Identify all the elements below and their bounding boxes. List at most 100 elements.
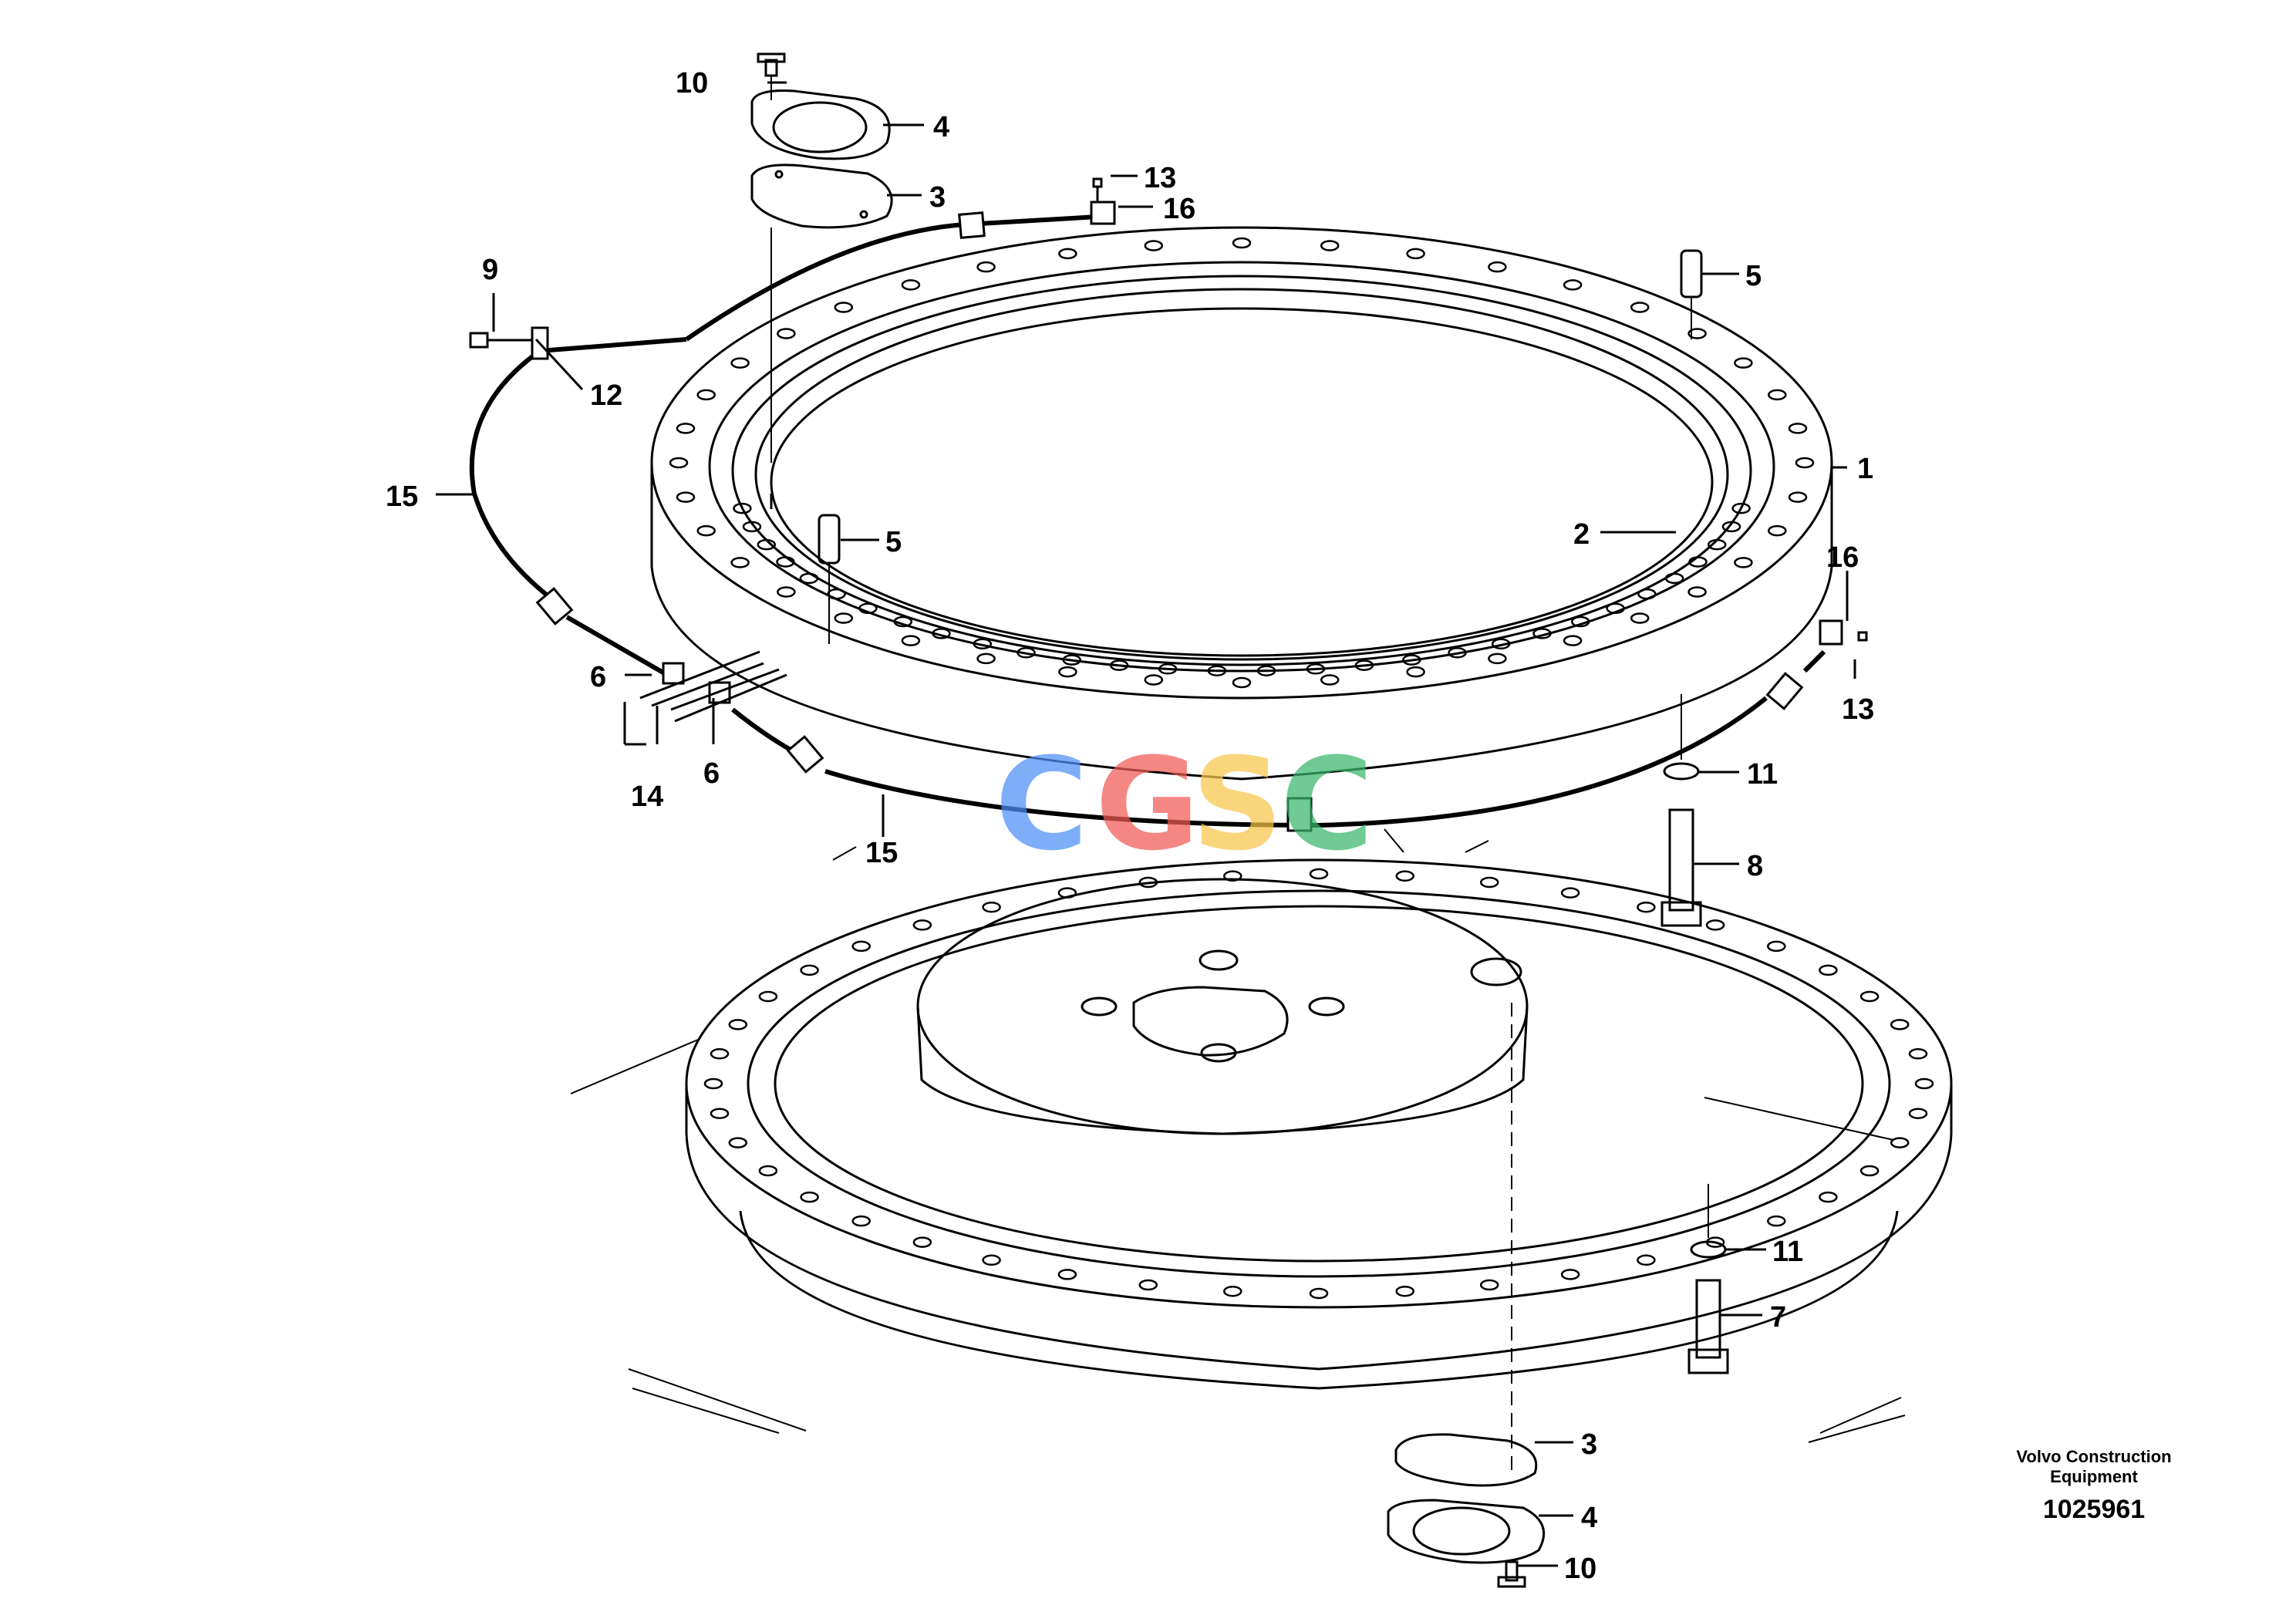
bearing-outer-hole (834, 612, 854, 624)
bearing-inner-hole (1664, 572, 1684, 585)
bearing-inner-hole (1731, 502, 1751, 514)
bearing-inner-hole (932, 628, 951, 639)
caption-brand-line1: Volvo Construction (2016, 1447, 2171, 1466)
lower-ring-hole (1138, 1279, 1158, 1291)
bearing-inner-hole (1017, 647, 1036, 659)
bearing-outer-hole (1406, 666, 1425, 678)
lower-ring-hole (1223, 1285, 1242, 1297)
bearing-outer-hole (1563, 635, 1583, 646)
lower-ring-hole (1309, 868, 1329, 880)
bearing-inner-hole (1306, 663, 1326, 675)
bearing-outer-hole (1687, 328, 1707, 339)
bearing-outer-hole (1734, 357, 1753, 369)
bearing-inner-hole (742, 521, 762, 533)
bearing-inner-hole (858, 602, 878, 615)
cover-plate-bottom (1394, 1433, 1538, 1487)
bearing-inner-hole (1207, 665, 1227, 676)
bearing-outer-hole (834, 302, 854, 313)
slewing-bearing (650, 226, 1833, 781)
watermark: C G S C (995, 730, 1374, 878)
bearing-outer-hole (1734, 557, 1753, 568)
bottom-cover-assembly (1387, 1003, 1546, 1588)
callout-12: 12 (590, 379, 622, 412)
lower-ring-hole (1890, 1019, 1910, 1030)
bearing-inner-hole (1062, 654, 1081, 666)
gasket-top (750, 89, 891, 160)
callout-10-top: 10 (676, 67, 708, 99)
lower-ring-hole (728, 1137, 748, 1148)
cover-plate-top (750, 164, 893, 229)
bearing-outer-hole (1563, 279, 1583, 291)
lower-ring-hole (758, 990, 778, 1003)
callout-6-lower: 6 (703, 757, 720, 790)
lower-ring-hole (710, 1108, 730, 1119)
lower-ring-hole (1560, 1269, 1580, 1280)
grease-nipples (623, 650, 787, 746)
lower-ring-hole (1819, 1191, 1838, 1203)
pipe-top (685, 214, 1111, 342)
bearing-outer-hole (1058, 248, 1077, 260)
bearing-inner-hole (1402, 654, 1421, 666)
bearing-outer-hole (1795, 457, 1815, 469)
callout-8: 8 (1747, 850, 1763, 882)
lower-ring-hole (1057, 887, 1077, 899)
bearing-outer-hole (1058, 666, 1077, 678)
callout-5-center: 5 (885, 526, 902, 558)
bearing-outer-hole (696, 524, 716, 537)
lower-ring-hole (1479, 1279, 1499, 1291)
bearing-outer-hole (730, 357, 750, 369)
callout-labels: 1 2 3 3 4 4 5 5 6 6 7 8 9 10 10 11 11 12… (386, 67, 1874, 1585)
lower-ring-hole (1767, 1215, 1786, 1227)
callout-2: 2 (1573, 518, 1590, 551)
callout-9: 9 (482, 254, 498, 286)
pipe-left (469, 349, 557, 604)
bearing-outer-hole (1788, 423, 1808, 434)
callout-11-lower: 11 (1772, 1236, 1803, 1268)
callout-10-bottom: 10 (1564, 1553, 1596, 1585)
bearing-inner-hole (1721, 521, 1741, 533)
bearing-outer-hole (777, 586, 796, 598)
callout-1: 1 (1857, 453, 1873, 485)
lower-ring-hole (912, 1236, 932, 1248)
bearing-outer-hole (1630, 302, 1650, 313)
lower-ring-hole (703, 1077, 723, 1090)
lower-ring-hole (1908, 1108, 1928, 1119)
callout-7: 7 (1770, 1301, 1786, 1334)
bearing-outer-hole (1630, 612, 1650, 624)
bearing-outer-hole (1768, 524, 1787, 537)
callout-15-bottom: 15 (865, 837, 898, 869)
bearing-inner-hole (1532, 628, 1552, 639)
lower-ring-hole (1560, 887, 1580, 899)
callout-16-top: 16 (1163, 193, 1195, 225)
bearing-outer-hole (696, 389, 716, 401)
lower-ring-hole (1309, 1287, 1329, 1300)
bearing-outer-hole (1320, 674, 1340, 686)
bearing-outer-hole (1232, 676, 1252, 689)
lower-ring-hole (1819, 964, 1838, 976)
lower-ring-hole (982, 1254, 1001, 1266)
lower-ring-hole (1637, 901, 1656, 913)
lower-ring-hole (1637, 1254, 1656, 1266)
bearing-inner-hole (799, 572, 819, 585)
small-fasteners (469, 177, 1868, 642)
lower-ring-inner (747, 889, 1891, 1278)
lower-ring-hole (1914, 1077, 1934, 1090)
bearing-inner-hole (1570, 615, 1590, 628)
bearing-outer-hole (901, 635, 921, 646)
bearing-outer-hole (676, 423, 696, 434)
lower-ring-hole (1057, 1269, 1077, 1280)
lower-ring-hole (758, 1165, 778, 1177)
lower-ring-hole (710, 1048, 730, 1060)
lower-ring-hole (851, 1215, 871, 1227)
bearing-inner-hole (1109, 659, 1129, 671)
callout-3-bottom: 3 (1581, 1428, 1597, 1461)
lower-ring-hole (982, 901, 1001, 913)
lower-ring-hole (800, 1191, 819, 1203)
lower-ring-hole (1705, 919, 1725, 931)
lower-swing-drive (685, 858, 1953, 1390)
lower-ring-bolt-holes (703, 868, 1934, 1300)
callout-4-bottom: 4 (1581, 1502, 1597, 1534)
bearing-inner-hole (1256, 665, 1276, 676)
lower-ring-hole (1908, 1048, 1928, 1060)
